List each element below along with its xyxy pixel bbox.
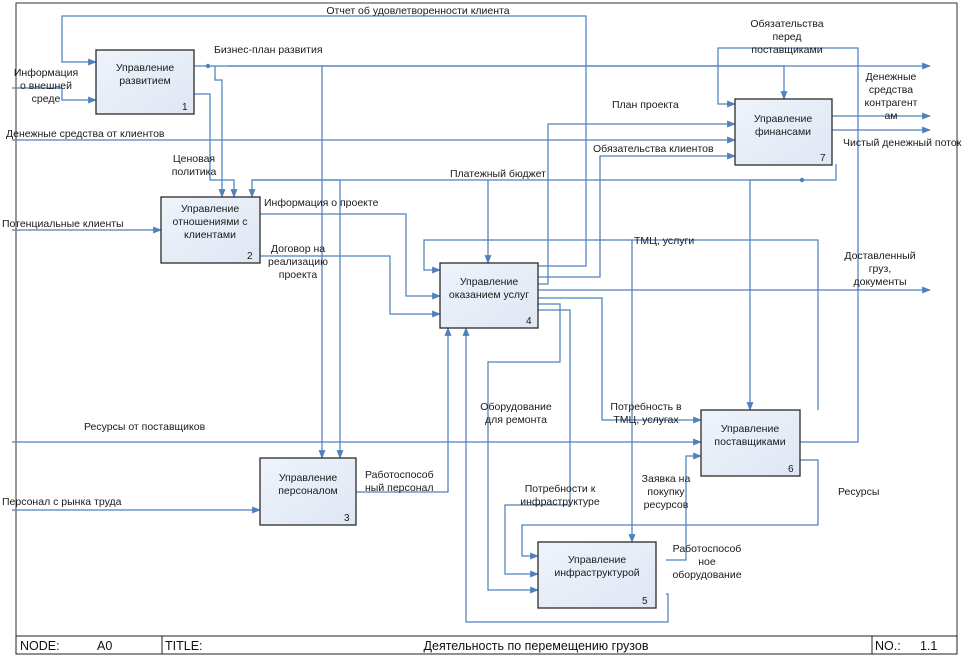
box-number: 1 bbox=[182, 102, 188, 113]
arrow-bizplan-to-b6 bbox=[322, 65, 788, 100]
label-supplier-resources: Ресурсы от поставщиков bbox=[84, 421, 206, 433]
arrow-price-policy bbox=[194, 93, 238, 198]
label-resources: Ресурсы bbox=[838, 486, 879, 498]
box-number: 5 bbox=[642, 596, 648, 607]
arrow-payment-budget-b2 bbox=[248, 179, 488, 198]
arrow-infra-needs bbox=[504, 309, 571, 578]
arrow-client-obligations bbox=[538, 152, 736, 278]
label-net-cash: Чистый денежный поток bbox=[843, 137, 962, 149]
label-tmc-services: ТМЦ, услуги bbox=[634, 235, 694, 247]
label-bizplan: Бизнес-план развития bbox=[214, 44, 323, 56]
box-number: 2 bbox=[247, 251, 253, 262]
junction-dot bbox=[205, 63, 211, 69]
arrow-payment-budget-b3 bbox=[252, 179, 344, 459]
box-number: 3 bbox=[344, 513, 350, 524]
arrow-tmc-need bbox=[538, 297, 702, 424]
box-number: 7 bbox=[820, 153, 826, 164]
arrow-capable-staff bbox=[356, 327, 452, 493]
footer-node-label: NODE: bbox=[20, 639, 60, 653]
arrow-layer bbox=[12, 15, 931, 623]
arrow-payment-budget-b6 bbox=[746, 179, 802, 411]
box-number: 4 bbox=[526, 316, 532, 327]
arrow-repair-equipment bbox=[487, 303, 561, 594]
arrow-purchase-request bbox=[666, 452, 702, 561]
arrow-resources bbox=[521, 459, 819, 560]
label-payment-budget: Платежный бюджет bbox=[450, 168, 546, 180]
footer-title-value: Деятельность по перемещению грузов bbox=[424, 639, 649, 653]
junction-dot bbox=[799, 177, 805, 183]
label-potential-clients: Потенциальные клиенты bbox=[2, 218, 124, 230]
arrow-tmc-to-b4 bbox=[423, 239, 632, 274]
arrow-supplier-obligations bbox=[717, 47, 859, 443]
footer-node-value: A0 bbox=[97, 639, 112, 653]
footer-title-label: TITLE: bbox=[165, 639, 203, 653]
label-client-obligations: Обязательства клиентов bbox=[593, 143, 714, 155]
arrow-report bbox=[61, 15, 587, 267]
label-project-plan: План проекта bbox=[612, 99, 679, 111]
arrow-tmc-services bbox=[628, 239, 819, 543]
arrow-bizplan-to-b2 bbox=[214, 66, 226, 198]
label-workforce-market: Персонал с рынка труда bbox=[2, 496, 122, 508]
box-number: 6 bbox=[788, 464, 794, 475]
label-project-info: Информация о проекте bbox=[264, 197, 379, 209]
label-report: Отчет об удовлетворенности клиента bbox=[326, 5, 509, 17]
footer-bar: NODE: A0 TITLE: Деятельность по перемеще… bbox=[15, 635, 958, 655]
arrow-env-info bbox=[12, 87, 97, 104]
footer-no-label: NO.: bbox=[875, 639, 901, 653]
arrow-payment-budget bbox=[484, 164, 837, 264]
arrow-contract bbox=[260, 255, 441, 318]
arrow-project-plan bbox=[538, 120, 736, 285]
footer-no-value: 1.1 bbox=[920, 639, 937, 653]
label-client-money: Денежные средства от клиентов bbox=[6, 128, 165, 140]
label-layer: Отчет об удовлетворенности клиента Бизне… bbox=[2, 5, 962, 581]
arrow-project-info bbox=[260, 213, 441, 300]
arrow-capable-equipment bbox=[462, 327, 669, 623]
